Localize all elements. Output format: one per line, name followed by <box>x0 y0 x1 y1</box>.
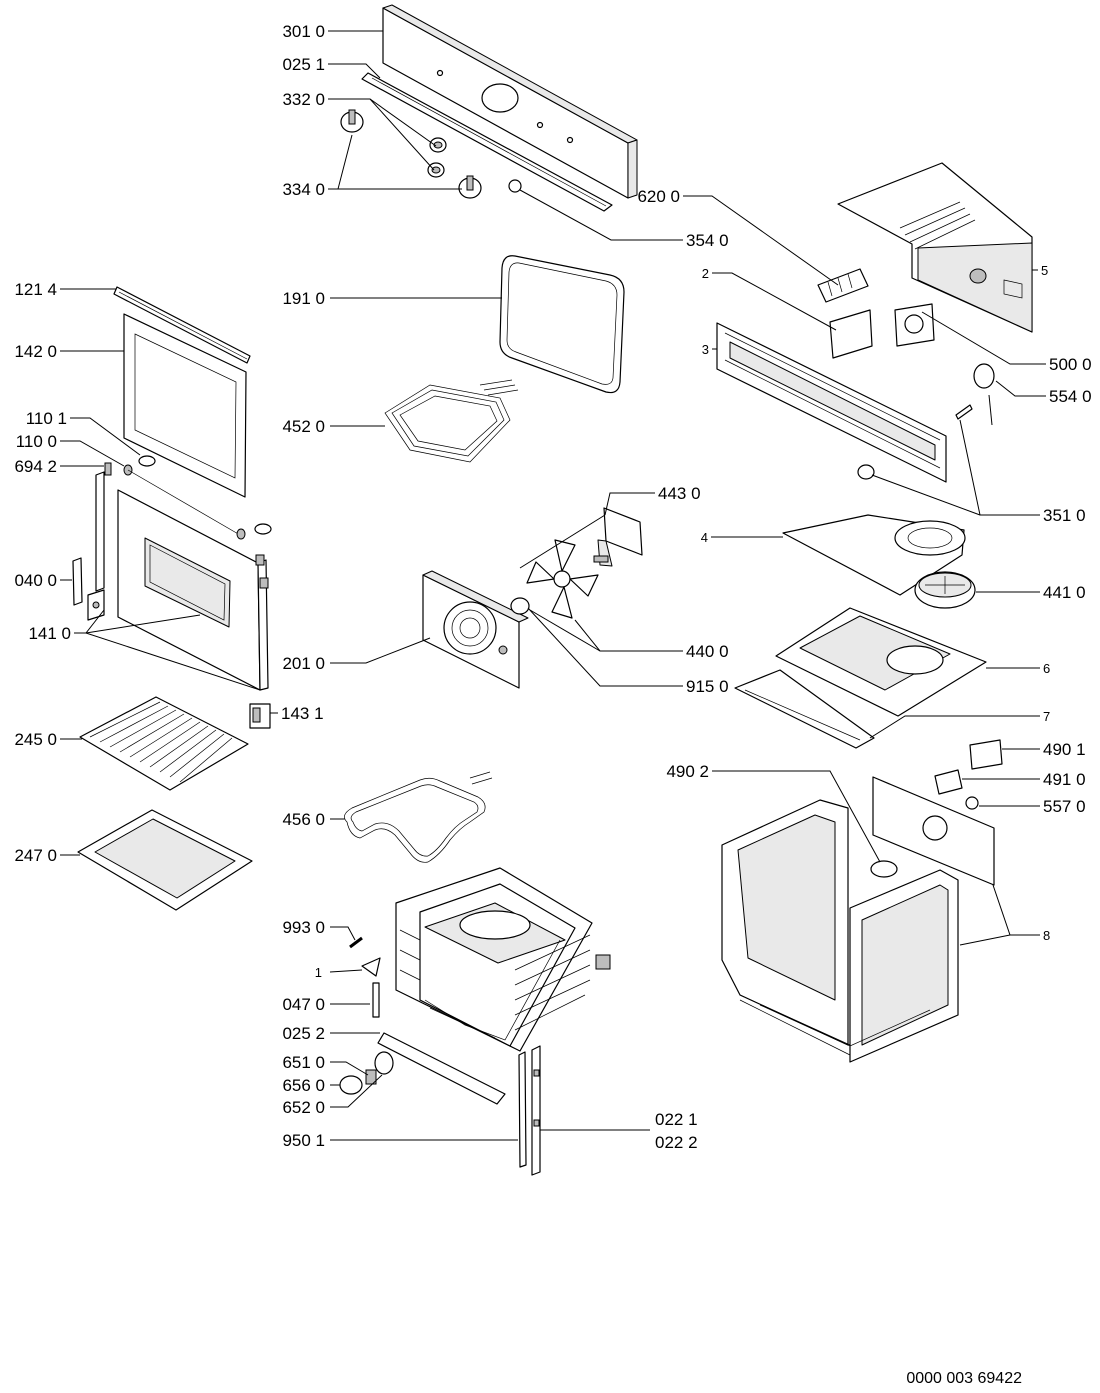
callout-025-2: 025 2 <box>282 1024 325 1043</box>
callout-554-0: 554 0 <box>1049 387 1092 406</box>
part-control-panel <box>382 4 638 199</box>
callout-047-0: 047 0 <box>282 995 325 1014</box>
callout-500-0: 500 0 <box>1049 355 1092 374</box>
part-front-rails <box>518 1045 541 1176</box>
callout-491-0: 491 0 <box>1043 770 1086 789</box>
callout-993-0: 993 0 <box>282 918 325 937</box>
part-pins <box>857 404 973 480</box>
callout-110-1: 110 1 <box>26 409 67 428</box>
callout-2: 2 <box>702 266 709 281</box>
part-door-top-profile <box>113 286 251 364</box>
callout-950-1: 950 1 <box>282 1131 325 1150</box>
part-fan-cover-plate <box>422 570 529 689</box>
callout-5: 5 <box>1041 263 1048 278</box>
callout-025-1: 025 1 <box>282 55 325 74</box>
callout-301-0: 301 0 <box>282 22 325 41</box>
part-side-guide <box>372 982 380 1018</box>
callout-351-0: 351 0 <box>1043 506 1086 525</box>
callout-441-0: 441 0 <box>1043 583 1086 602</box>
callout-456-0: 456 0 <box>282 810 325 829</box>
part-selector-knobs <box>340 109 482 199</box>
callout-143-1: 143 1 <box>281 704 324 723</box>
callout-1: 1 <box>315 965 322 980</box>
part-hinge-pieces <box>123 455 272 540</box>
part-door-outer-glass <box>123 313 247 498</box>
callout-141-0: 141 0 <box>28 624 71 643</box>
leader-lines <box>60 30 1046 1141</box>
part-outer-casing <box>721 776 995 1063</box>
callout-8: 8 <box>1043 928 1050 943</box>
callout-490-1: 490 1 <box>1043 740 1086 759</box>
part-circular-element <box>914 571 976 609</box>
part-fan-motor <box>593 507 643 567</box>
callout-245-0: 245 0 <box>14 730 57 749</box>
part-trim-strip-upper <box>361 72 613 212</box>
part-lower-panel <box>734 669 875 749</box>
callout-040-0: 040 0 <box>14 571 57 590</box>
callout-6: 6 <box>1043 661 1050 676</box>
part-door-seal <box>499 255 625 394</box>
part-door-hinge-rail <box>72 462 112 621</box>
callout-7: 7 <box>1043 709 1050 724</box>
part-terminal-block <box>817 268 869 303</box>
callout-557-0: 557 0 <box>1043 797 1086 816</box>
callout-656-0: 656 0 <box>282 1076 325 1095</box>
part-door-switch <box>339 1051 394 1095</box>
callout-022-2: 022 2 <box>655 1133 698 1152</box>
part-bracket <box>829 309 873 359</box>
part-trim-strip-lower <box>377 1032 506 1105</box>
callout-121-4: 121 4 <box>14 280 57 299</box>
callout-354-0: 354 0 <box>686 231 729 250</box>
part-baking-tray <box>77 809 253 911</box>
part-top-housing <box>837 162 1033 333</box>
callout-334-0: 334 0 <box>282 180 325 199</box>
callout-022-1: 022 1 <box>655 1110 698 1129</box>
part-top-heating-element <box>384 379 519 463</box>
part-indicator-lamp <box>508 179 522 193</box>
callout-201-0: 201 0 <box>282 654 325 673</box>
part-fan-nut <box>510 597 530 615</box>
callout-3: 3 <box>702 342 709 357</box>
part-inner-door <box>117 489 269 691</box>
callout-247-0: 247 0 <box>14 846 57 865</box>
callout-labels: 301 0 025 1 332 0 334 0 354 0 191 0 452 … <box>14 22 1091 1387</box>
part-bottom-plate <box>775 607 987 717</box>
callout-620-0: 620 0 <box>637 187 680 206</box>
part-baffle <box>782 514 966 596</box>
callout-4: 4 <box>701 530 708 545</box>
part-small-components <box>934 739 1003 810</box>
callout-332-0: 332 0 <box>282 90 325 109</box>
part-wire-rack <box>79 696 249 791</box>
callout-490-2: 490 2 <box>666 762 709 781</box>
part-front-frame <box>716 322 947 483</box>
callout-915-0: 915 0 <box>686 677 729 696</box>
part-thermostat <box>973 363 995 426</box>
callout-142-0: 142 0 <box>14 342 57 361</box>
part-oven-cavity <box>395 867 611 1052</box>
callout-110-0: 110 0 <box>16 432 57 451</box>
callout-440-0: 440 0 <box>686 642 729 661</box>
callout-694-2: 694 2 <box>14 457 57 476</box>
part-timer <box>894 303 935 347</box>
part-ring <box>870 860 898 878</box>
callout-452-0: 452 0 <box>282 417 325 436</box>
part-screw <box>349 936 363 949</box>
callout-443-0: 443 0 <box>658 484 701 503</box>
part-door-catch <box>249 703 271 729</box>
callout-652-0: 652 0 <box>282 1098 325 1117</box>
callout-191-0: 191 0 <box>282 289 325 308</box>
callout-651-0: 651 0 <box>282 1053 325 1072</box>
part-knobs <box>427 137 447 178</box>
document-number: 0000 003 69422 <box>906 1370 1022 1387</box>
part-clip <box>361 957 381 977</box>
part-fan-blade <box>526 539 599 619</box>
part-lower-heating-element <box>344 771 493 863</box>
